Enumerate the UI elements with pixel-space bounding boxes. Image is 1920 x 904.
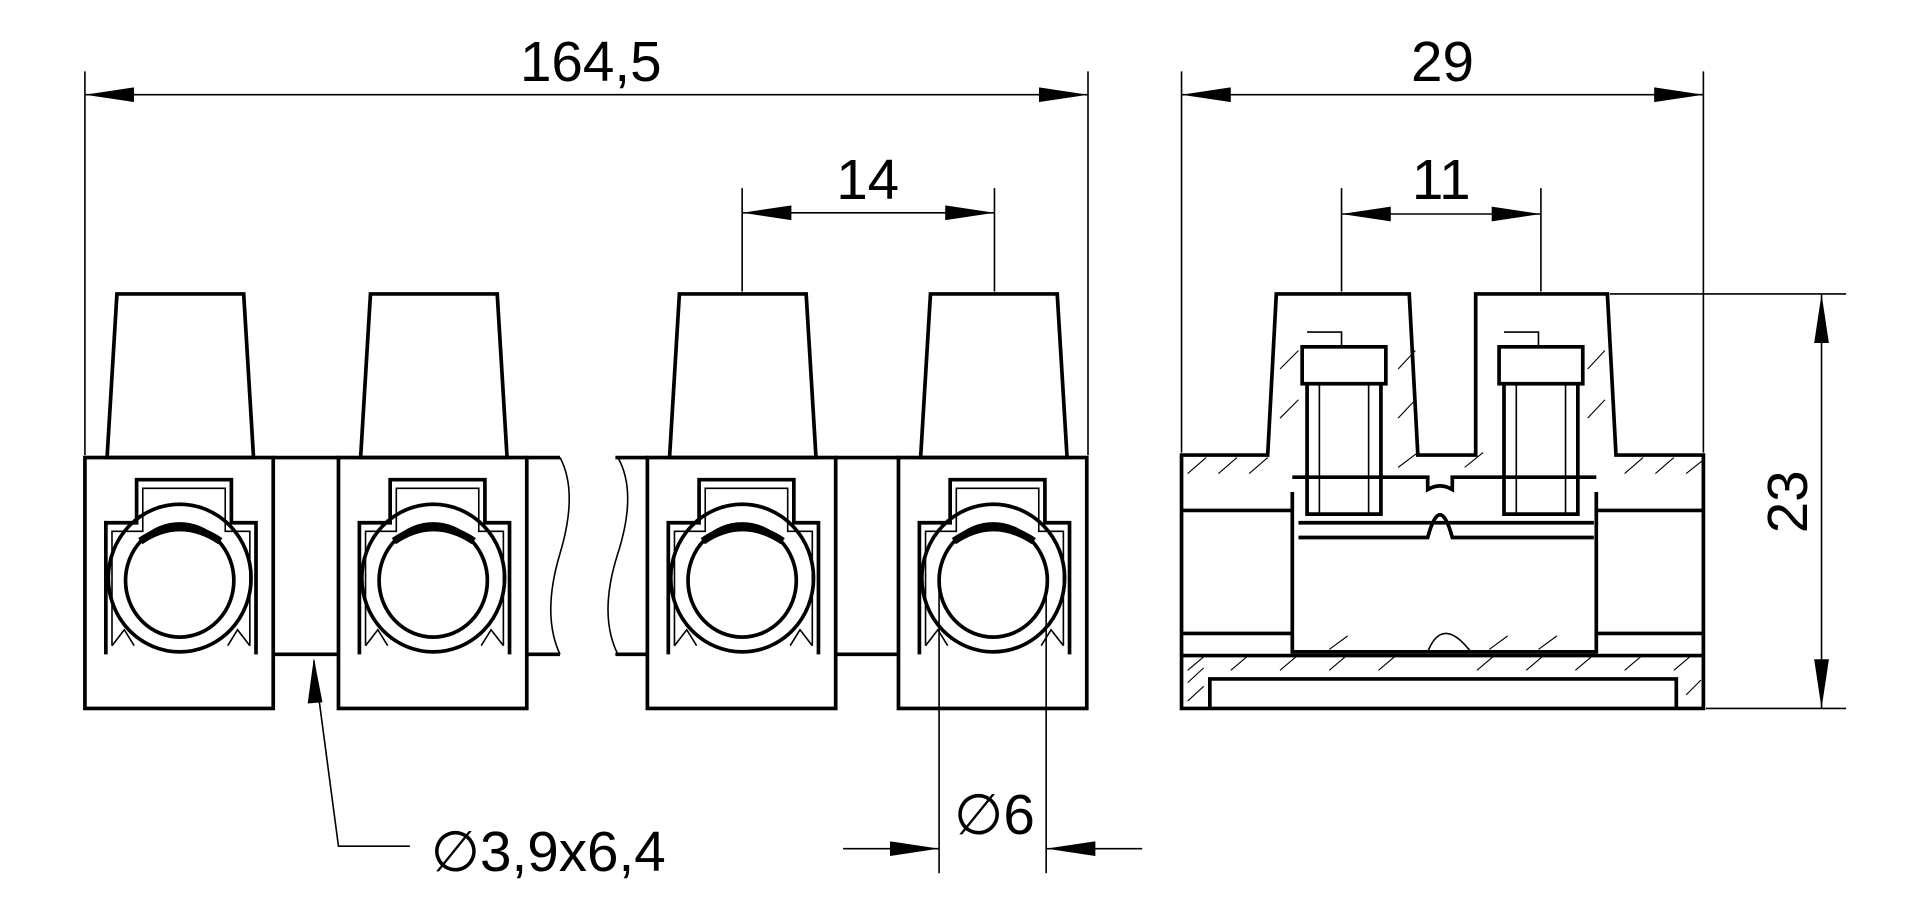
dim-pitch: 14 [836,148,899,211]
terminal-block-2 [338,294,526,708]
dim-inner-spacing: 11 [1412,148,1471,211]
dim-overall-depth: 29 [1411,30,1474,93]
dim-wire-hole: ∅6 [954,783,1035,846]
dim-mounting-hole: ∅3,9x6,4 [431,820,666,883]
block-connectors [273,455,899,657]
dim-overall-length: 164,5 [520,30,662,93]
terminal-block-4 [898,294,1086,708]
terminal-block-3 [647,294,835,708]
dimension-lines [84,71,1847,874]
terminal-block-1 [85,294,273,708]
section-view [1179,292,1706,711]
dim-height: 23 [1756,470,1819,533]
